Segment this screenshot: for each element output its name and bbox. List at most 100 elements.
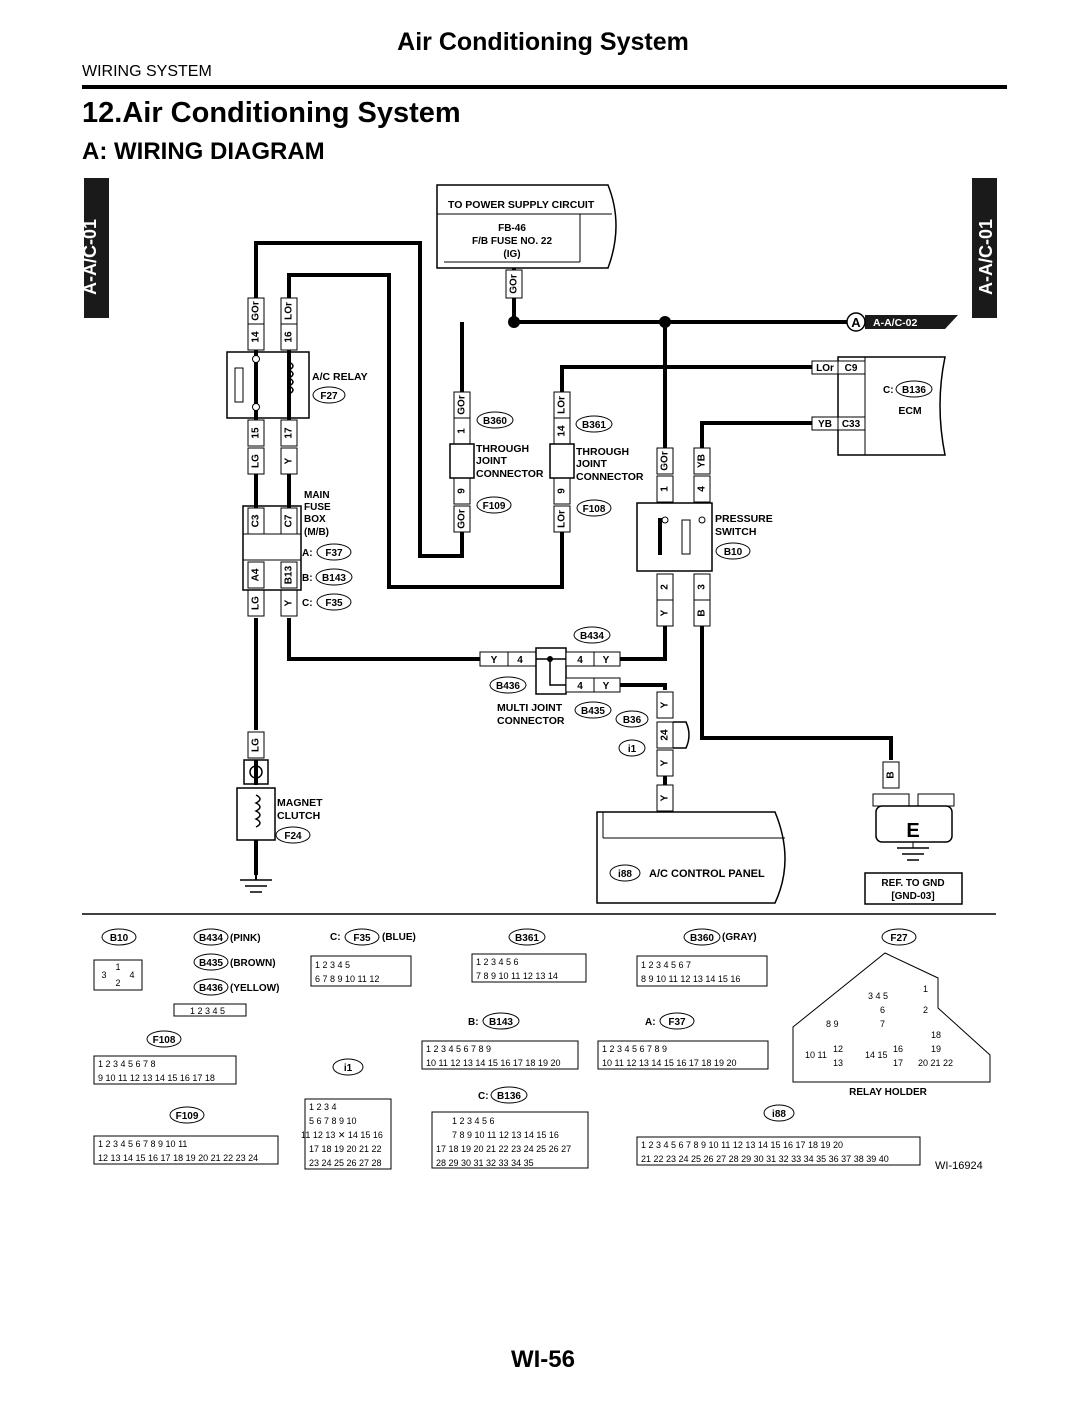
svg-text:8 9: 8 9 <box>826 1019 839 1029</box>
svg-text:B13: B13 <box>284 565 295 584</box>
svg-text:C3: C3 <box>251 514 262 527</box>
header-rule <box>82 85 1007 89</box>
svg-text:14: 14 <box>251 331 262 343</box>
svg-text:F35: F35 <box>325 598 343 609</box>
svg-text:i88: i88 <box>772 1109 786 1120</box>
svg-text:F37: F37 <box>668 1017 686 1028</box>
side-tab-right: A-A/C-01 <box>972 178 997 318</box>
svg-text:1 2 3 4 5: 1 2 3 4 5 <box>315 960 350 970</box>
svg-text:A-A/C-01: A-A/C-01 <box>80 219 100 295</box>
svg-text:20 21 22: 20 21 22 <box>918 1058 953 1068</box>
svg-text:3 4 5: 3 4 5 <box>868 991 888 1001</box>
through-joint-b361: B361 THROUGH JOINT CONNECTOR F108 <box>549 415 644 517</box>
splice-dot <box>508 316 520 328</box>
svg-text:F108: F108 <box>153 1035 176 1046</box>
page-number: WI-56 <box>510 1346 575 1373</box>
pressure-switch: PRESSURE SWITCH B10 <box>636 502 773 572</box>
svg-text:i1: i1 <box>628 744 637 755</box>
svg-text:18: 18 <box>931 1030 941 1040</box>
svg-text:B360: B360 <box>690 933 714 944</box>
svg-text:LOr: LOr <box>816 363 834 374</box>
svg-text:JOINT: JOINT <box>476 455 508 467</box>
svg-text:1 2 3 4 5 6 7: 1 2 3 4 5 6 7 <box>641 960 691 970</box>
svg-text:ECM: ECM <box>898 405 922 417</box>
svg-text:17 18 19 20 21 22 23 24 25 26: 17 18 19 20 21 22 23 24 25 26 27 <box>436 1144 571 1154</box>
svg-text:BOX: BOX <box>304 514 326 525</box>
svg-text:Y: Y <box>603 655 610 666</box>
svg-text:CONNECTOR: CONNECTOR <box>576 471 644 483</box>
svg-text:9 10 11 12 13 14 15 16 17 18: 9 10 11 12 13 14 15 16 17 18 <box>98 1073 215 1083</box>
svg-text:A: A <box>851 315 861 330</box>
svg-text:1 2 3 4 5 6 7 8: 1 2 3 4 5 6 7 8 9 10 11 <box>98 1139 187 1149</box>
svg-text:1: 1 <box>115 962 120 972</box>
svg-text:MULTI JOINT: MULTI JOINT <box>497 702 563 714</box>
svg-text:i1: i1 <box>344 1063 353 1074</box>
svg-text:LG: LG <box>251 454 262 468</box>
svg-text:9: 9 <box>557 488 568 494</box>
svg-text:3: 3 <box>697 584 708 590</box>
svg-text:(BROWN): (BROWN) <box>230 958 276 969</box>
svg-text:THROUGH: THROUGH <box>576 446 629 458</box>
svg-text:GOr: GOr <box>457 395 468 415</box>
svg-text:2: 2 <box>115 978 120 988</box>
svg-text:B434: B434 <box>580 631 604 642</box>
ac-relay: A/C RELAY F27 <box>226 351 368 419</box>
svg-text:B435: B435 <box>581 706 605 717</box>
svg-text:RELAY HOLDER: RELAY HOLDER <box>849 1087 928 1098</box>
svg-text:7 8 9 10 11 12 13 14: 7 8 9 10 11 12 13 14 <box>476 971 558 981</box>
svg-text:11 12 13 ✕ 14 15 16: 11 12 13 ✕ 14 15 16 <box>301 1130 383 1140</box>
svg-text:YB: YB <box>818 419 832 430</box>
svg-text:B360: B360 <box>483 416 507 427</box>
svg-text:6 7 8 9 10 11 12: 6 7 8 9 10 11 12 <box>315 974 379 984</box>
svg-text:C:: C: <box>883 385 894 396</box>
svg-text:LOr: LOr <box>557 510 568 528</box>
svg-text:GOr: GOr <box>509 274 520 294</box>
svg-text:B10: B10 <box>110 933 129 944</box>
svg-text:B136: B136 <box>497 1091 521 1102</box>
page-subtitle: A: WIRING DIAGRAM <box>82 138 325 165</box>
ac-control-panel: i88 A/C CONTROL PANEL <box>596 811 786 904</box>
svg-text:LG: LG <box>251 596 262 610</box>
svg-text:B143: B143 <box>322 573 346 584</box>
svg-text:F35: F35 <box>353 933 371 944</box>
svg-text:16: 16 <box>893 1044 903 1054</box>
header-section: WIRING SYSTEM <box>82 63 212 80</box>
svg-text:C:: C: <box>302 598 313 609</box>
svg-text:A-A/C-02: A-A/C-02 <box>873 317 917 329</box>
svg-text:14: 14 <box>557 425 568 437</box>
svg-text:1: 1 <box>660 486 671 492</box>
svg-text:F108: F108 <box>583 504 606 515</box>
svg-text:4: 4 <box>697 486 708 492</box>
svg-text:F27: F27 <box>320 391 338 402</box>
svg-text:Y: Y <box>660 794 671 801</box>
svg-text:28 29 30 31 32: 28 29 30 31 32 33 34 35 <box>436 1158 534 1168</box>
svg-text:TO POWER SUPPLY CIRCUIT: TO POWER SUPPLY CIRCUIT <box>448 199 595 211</box>
svg-text:1 2 3 4 5 6: 1 2 3 4 5 6 <box>476 957 519 967</box>
svg-text:LG: LG <box>251 738 262 752</box>
svg-text:SWITCH: SWITCH <box>715 526 756 538</box>
svg-text:B136: B136 <box>902 385 926 396</box>
svg-text:10 11 12 13 14 15 16 17 18 19: 10 11 12 13 14 15 16 17 18 19 20 <box>426 1058 560 1068</box>
svg-text:B:: B: <box>302 573 313 584</box>
svg-text:GOr: GOr <box>251 301 262 321</box>
svg-text:B:: B: <box>468 1017 479 1028</box>
svg-text:Y: Y <box>660 609 671 616</box>
svg-text:(BLUE): (BLUE) <box>382 932 416 943</box>
svg-text:PRESSURE: PRESSURE <box>715 513 773 525</box>
svg-text:B143: B143 <box>489 1017 513 1028</box>
svg-text:19: 19 <box>931 1044 941 1054</box>
svg-text:B: B <box>886 771 897 778</box>
svg-text:B: B <box>697 609 708 616</box>
svg-text:MAGNET: MAGNET <box>277 797 323 809</box>
link-tag-a-ac-02: A A-A/C-02 <box>846 312 958 332</box>
svg-text:i88: i88 <box>618 869 632 880</box>
svg-text:LOr: LOr <box>557 396 568 414</box>
svg-text:B434: B434 <box>199 933 223 944</box>
svg-text:2: 2 <box>923 1005 928 1015</box>
main-fuse-box: MAIN FUSE BOX (M/B) A: F37 B: B143 C: F3… <box>242 490 353 611</box>
svg-text:A:: A: <box>645 1017 656 1028</box>
svg-text:14 15: 14 15 <box>865 1050 888 1060</box>
svg-text:17: 17 <box>284 427 295 439</box>
svg-text:(IG): (IG) <box>503 249 520 260</box>
svg-text:YB: YB <box>697 454 708 468</box>
